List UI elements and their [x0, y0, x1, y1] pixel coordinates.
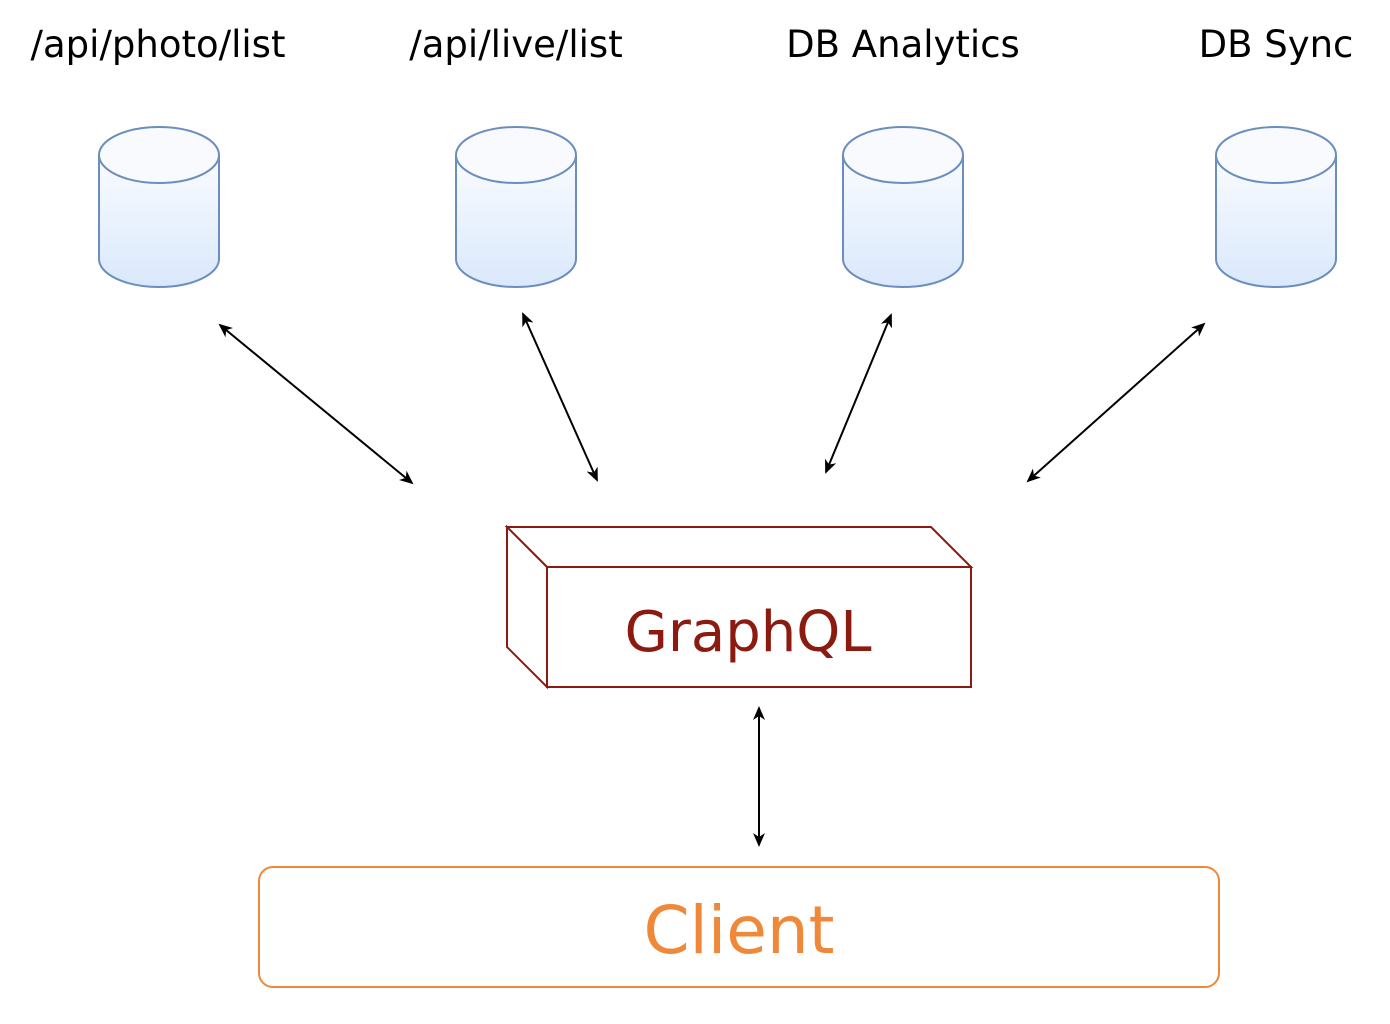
client-label: Client — [643, 892, 834, 969]
source-label-db-analytics: DB Analytics — [786, 23, 1020, 66]
database-cylinder-icon — [842, 126, 964, 288]
database-cylinder-icon — [98, 126, 220, 288]
client-box: Client — [258, 866, 1220, 988]
database-cylinder-icon — [455, 126, 577, 288]
arrow-db-analytics-graphql — [825, 313, 892, 474]
graphql-label: GraphQL — [624, 600, 871, 665]
arrow-photo-list-graphql — [218, 323, 414, 485]
arrow-live-list-graphql — [522, 312, 598, 482]
source-label-live-list: /api/live/list — [409, 23, 622, 66]
database-cylinder-icon — [1215, 126, 1337, 288]
source-label-photo-list: /api/photo/list — [31, 23, 286, 66]
graphql-box: GraphQL — [504, 524, 974, 690]
source-label-db-sync: DB Sync — [1199, 23, 1354, 66]
arrow-db-sync-graphql — [1026, 322, 1206, 483]
